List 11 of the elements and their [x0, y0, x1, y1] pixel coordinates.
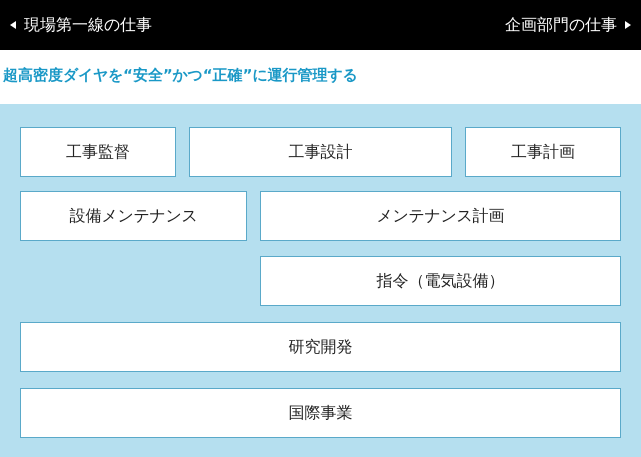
heading: 超高密度ダイヤを“安全”かつ“正確”に運行管理する [3, 66, 358, 85]
job-box: 工事計画 [465, 127, 621, 177]
job-box: 工事設計 [189, 127, 452, 177]
job-box: 国際事業 [20, 388, 621, 438]
job-box: 設備メンテナンス [20, 191, 247, 241]
section-label: 現場第一線の仕事 [24, 14, 152, 36]
section-label: 企画部門の仕事 [505, 14, 617, 36]
job-box: 指令（電気設備） [260, 256, 621, 306]
job-box: メンテナンス計画 [260, 191, 621, 241]
job-box: 研究開発 [20, 322, 621, 372]
job-box: 工事監督 [20, 127, 176, 177]
